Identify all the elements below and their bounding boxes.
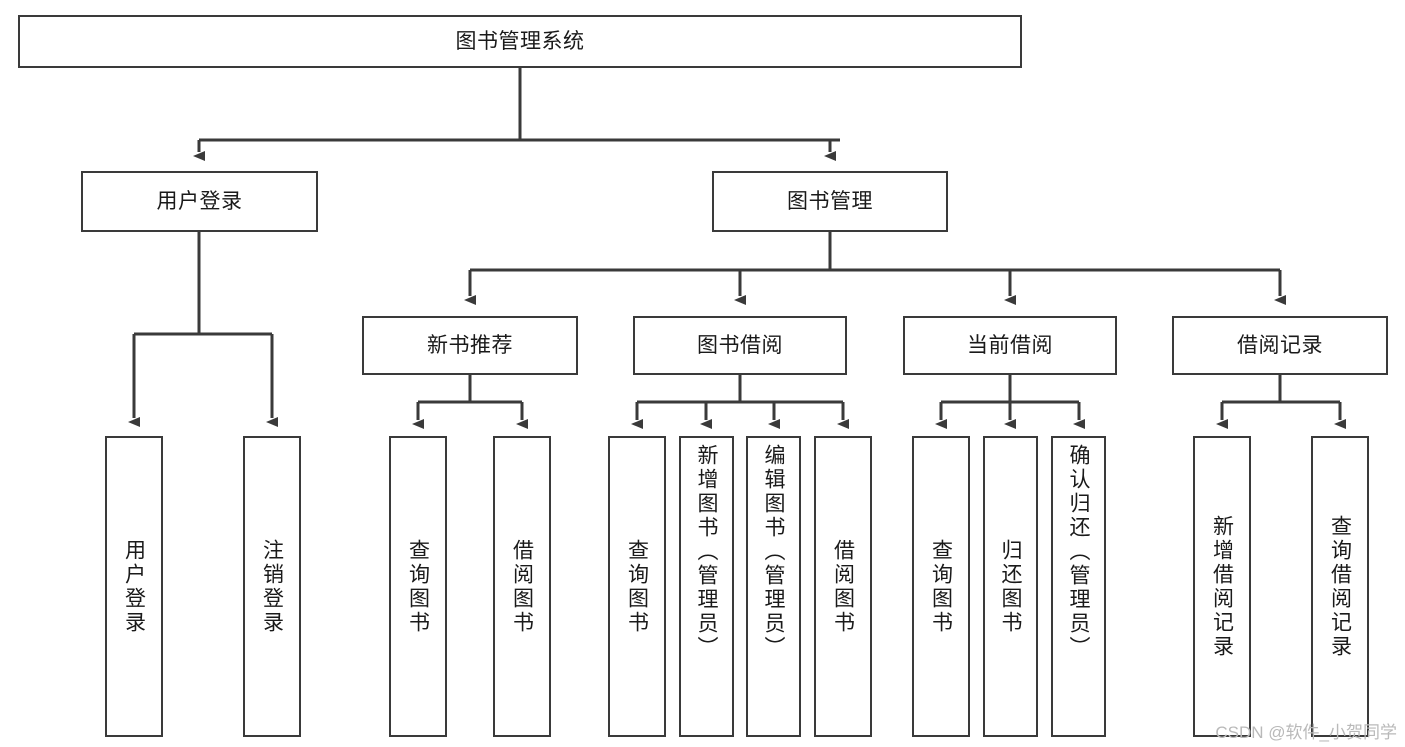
leaf-edit-book-admin-label: 编辑图书（管理员） — [762, 444, 785, 660]
leaf-borrow-book-label: 借阅图书 — [831, 538, 855, 635]
node-new-book-recommend-label: 新书推荐 — [427, 333, 513, 357]
leaf-query-borrow-record[interactable]: 查询借阅记录 — [1311, 436, 1369, 737]
leaf-query-book-recommend-label: 查询图书 — [406, 538, 430, 635]
leaf-query-borrow-record-label: 查询借阅记录 — [1328, 514, 1352, 659]
leaf-borrow-book-recommend[interactable]: 借阅图书 — [493, 436, 551, 737]
node-borrow-record-label: 借阅记录 — [1237, 333, 1323, 357]
leaf-query-book-recommend[interactable]: 查询图书 — [389, 436, 447, 737]
leaf-borrow-book-recommend-label: 借阅图书 — [510, 538, 534, 635]
node-current-borrow[interactable]: 当前借阅 — [903, 316, 1117, 375]
node-book-management[interactable]: 图书管理 — [712, 171, 948, 232]
node-book-borrow-label: 图书借阅 — [697, 333, 783, 357]
leaf-confirm-return-admin[interactable]: 确认归还（管理员） — [1051, 436, 1106, 737]
node-book-management-label: 图书管理 — [787, 189, 873, 213]
leaf-add-book-admin[interactable]: 新增图书（管理员） — [679, 436, 734, 737]
leaf-return-book-label: 归还图书 — [999, 538, 1022, 635]
leaf-logout[interactable]: 注销登录 — [243, 436, 301, 737]
leaf-add-book-admin-label: 新增图书（管理员） — [695, 444, 718, 660]
leaf-user-login-label: 用户登录 — [122, 538, 146, 635]
csdn-watermark: CSDN @软件_小贺同学 — [1215, 723, 1397, 742]
node-new-book-recommend[interactable]: 新书推荐 — [362, 316, 578, 375]
node-book-borrow[interactable]: 图书借阅 — [633, 316, 847, 375]
node-user-login[interactable]: 用户登录 — [81, 171, 318, 232]
leaf-confirm-return-admin-label: 确认归还（管理员） — [1067, 444, 1090, 660]
leaf-logout-label: 注销登录 — [260, 538, 284, 635]
leaf-add-borrow-record[interactable]: 新增借阅记录 — [1193, 436, 1251, 737]
leaf-edit-book-admin[interactable]: 编辑图书（管理员） — [746, 436, 801, 737]
node-root-label: 图书管理系统 — [455, 29, 585, 53]
leaf-query-book-borrow-label: 查询图书 — [625, 538, 649, 635]
node-current-borrow-label: 当前借阅 — [967, 333, 1053, 357]
node-borrow-record[interactable]: 借阅记录 — [1172, 316, 1388, 375]
leaf-return-book[interactable]: 归还图书 — [983, 436, 1038, 737]
leaf-user-login[interactable]: 用户登录 — [105, 436, 163, 737]
node-user-login-label: 用户登录 — [156, 189, 243, 213]
leaf-query-book-borrow[interactable]: 查询图书 — [608, 436, 666, 737]
leaf-add-borrow-record-label: 新增借阅记录 — [1210, 514, 1234, 659]
leaf-query-book-current-label: 查询图书 — [929, 538, 953, 635]
node-root-book-management-system[interactable]: 图书管理系统 — [18, 15, 1022, 68]
leaf-borrow-book[interactable]: 借阅图书 — [814, 436, 872, 737]
leaf-query-book-current[interactable]: 查询图书 — [912, 436, 970, 737]
